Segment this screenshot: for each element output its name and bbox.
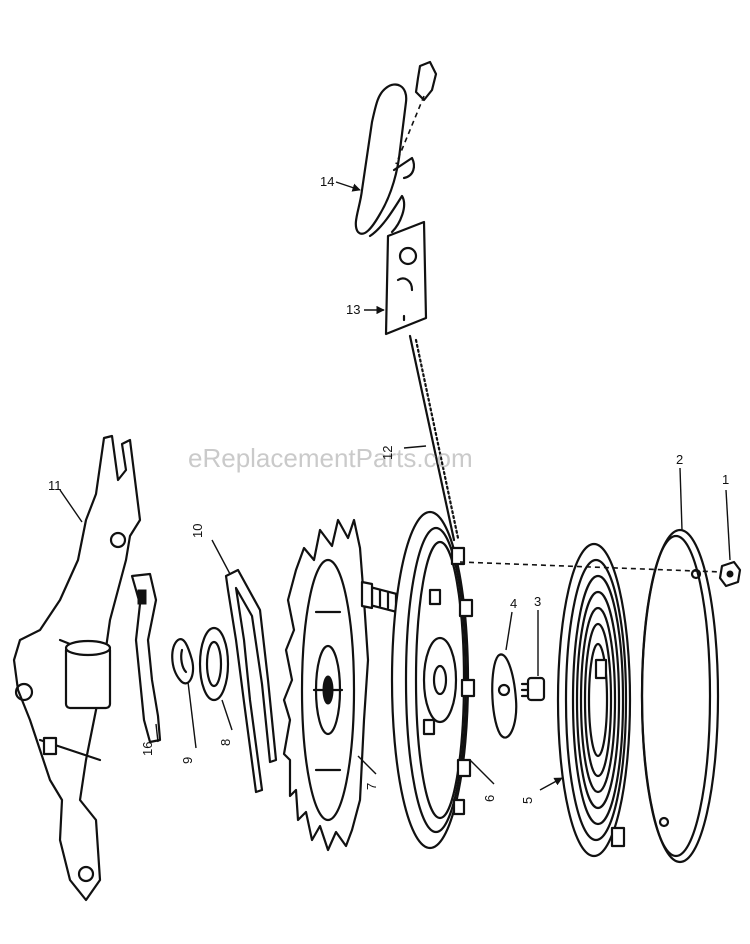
leader-7 (357, 755, 377, 775)
part-2-cover (640, 528, 720, 864)
part-8-washer (198, 626, 230, 702)
alignment-line-pulley-cover (459, 561, 723, 573)
leader-14 (335, 181, 361, 192)
part-6-pulley (390, 510, 476, 850)
part-1-nut (718, 560, 742, 588)
leader-12 (403, 445, 427, 449)
part-4-pawl (491, 653, 518, 739)
leader-9 (187, 681, 197, 749)
leader-5 (539, 777, 563, 791)
leader-2 (679, 467, 683, 531)
callout-13: 13 (346, 302, 360, 317)
callout-1: 1 (722, 472, 729, 487)
callout-11: 11 (48, 478, 62, 493)
part-11-bracket (12, 434, 142, 902)
callout-9: 9 (180, 757, 195, 764)
leader-4 (505, 611, 513, 651)
part-12-rope (408, 334, 460, 542)
part-7-sprocket (282, 518, 370, 852)
part-14-handle (354, 60, 438, 238)
leader-6 (469, 759, 495, 785)
callout-5: 5 (520, 797, 535, 804)
callout-3: 3 (534, 594, 541, 609)
leader-8 (221, 699, 233, 731)
leader-11 (59, 489, 83, 523)
callout-6: 6 (482, 795, 497, 802)
callout-2: 2 (676, 452, 683, 467)
part-5-recoil-spring (556, 542, 632, 858)
callout-7: 7 (364, 783, 379, 790)
part-9-clip (171, 638, 195, 685)
part-10-spring-wire (224, 568, 278, 794)
alignment-line-handle (395, 95, 425, 165)
leader-16 (155, 723, 159, 743)
callout-10: 10 (190, 524, 205, 538)
callout-8: 8 (218, 739, 233, 746)
leader-10 (211, 539, 231, 575)
watermark-text: eReplacementParts.com (188, 443, 473, 473)
part-13-handle-bracket (384, 220, 428, 336)
leader-1 (725, 489, 731, 561)
callout-12: 12 (380, 446, 395, 460)
part-3-screw (520, 676, 546, 702)
callout-4: 4 (510, 596, 517, 611)
callout-16: 16 (140, 742, 155, 756)
callout-14: 14 (320, 174, 334, 189)
part-16-lever (130, 572, 162, 744)
